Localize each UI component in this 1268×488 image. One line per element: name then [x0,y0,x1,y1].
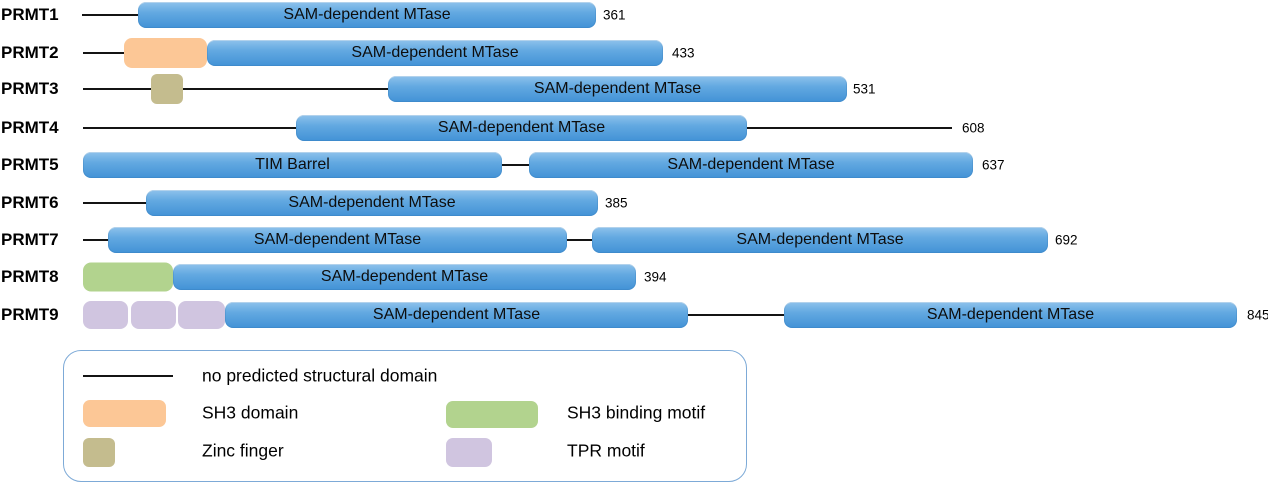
legend-swatch-tpr [446,438,492,467]
legend-swatch-line [83,375,173,377]
protein-label-prmt3: PRMT3 [1,79,59,98]
linker-line [83,239,108,241]
domain-label: SAM-dependent MTase [320,268,489,285]
domain-sam-mtase: SAM-dependent MTase [207,40,663,66]
domain-label: SAM-dependent MTase [736,231,904,248]
linker-line [183,88,388,90]
protein-length-prmt2: 433 [672,45,695,61]
domain-sam-mtase: SAM-dependent MTase [225,302,688,328]
protein-length-prmt3: 531 [853,81,876,97]
legend-label-sh3-binding: SH3 binding motif [567,402,706,423]
domain-label: SAM-dependent MTase [283,6,451,23]
protein-label-prmt9: PRMT9 [1,305,59,324]
domain-sh3 [124,38,207,68]
domain-tpr-motif [178,301,225,329]
protein-label-prmt1: PRMT1 [1,5,59,24]
legend-swatch-sh3-binding [446,401,538,428]
domain-label: SAM-dependent MTase [437,119,606,136]
legend-border-box [63,350,747,482]
domain-sam-mtase: SAM-dependent MTase [173,264,636,290]
domain-label: TIM Barrel [255,156,330,173]
domain-label: SAM-dependent MTase [288,194,456,211]
linker-line [502,164,529,166]
domain-sam-mtase: SAM-dependent MTase [296,115,747,141]
domain-sam-mtase: SAM-dependent MTase [529,152,973,178]
linker-line [83,88,151,90]
legend-swatch-sh3 [83,400,166,427]
protein-length-prmt6: 385 [605,195,628,211]
linker-line [747,127,952,129]
linker-line [688,314,784,316]
protein-length-prmt7: 692 [1055,232,1078,248]
protein-label-prmt4: PRMT4 [1,118,59,137]
linker-line [83,52,124,54]
protein-label-prmt8: PRMT8 [1,267,59,286]
domain-tpr-motif [83,301,128,329]
legend-swatch-zinc [83,438,115,467]
domain-sam-mtase: SAM-dependent MTase [138,2,596,28]
protein-length-prmt1: 361 [603,7,626,23]
legend-label-zinc: Zinc finger [202,440,284,461]
protein-label-prmt6: PRMT6 [1,193,59,212]
protein-length-prmt8: 394 [644,269,667,285]
legend-label-line: no predicted structural domain [202,365,438,386]
legend-label-tpr: TPR motif [567,440,645,461]
domain-sam-mtase: SAM-dependent MTase [388,76,847,102]
domain-zinc-finger [151,74,183,104]
domain-sam-mtase: SAM-dependent MTase [108,227,567,253]
domain-tim-barrel: TIM Barrel [83,152,502,178]
domain-label: SAM-dependent MTase [351,44,519,61]
domain-sam-mtase: SAM-dependent MTase [592,227,1048,253]
domain-label: SAM-dependent MTase [533,80,702,97]
domain-tpr-motif [131,301,176,329]
domain-sh3-binding-motif [83,262,173,292]
domain-label: SAM-dependent MTase [372,306,541,323]
protein-label-prmt5: PRMT5 [1,155,59,174]
domain-sam-mtase: SAM-dependent MTase [146,190,598,216]
linker-line [83,127,296,129]
linker-line [82,14,138,16]
domain-label: SAM-dependent MTase [926,306,1095,323]
domain-label: SAM-dependent MTase [667,156,835,173]
domain-label: SAM-dependent MTase [253,231,422,248]
protein-label-prmt7: PRMT7 [1,230,59,249]
protein-length-prmt4: 608 [962,120,985,136]
legend-label-sh3: SH3 domain [202,402,299,423]
linker-line [567,239,592,241]
domain-sam-mtase: SAM-dependent MTase [784,302,1237,328]
protein-label-prmt2: PRMT2 [1,43,59,62]
protein-length-prmt9: 845 [1247,307,1268,323]
linker-line [83,202,146,204]
protein-length-prmt5: 637 [982,157,1005,173]
